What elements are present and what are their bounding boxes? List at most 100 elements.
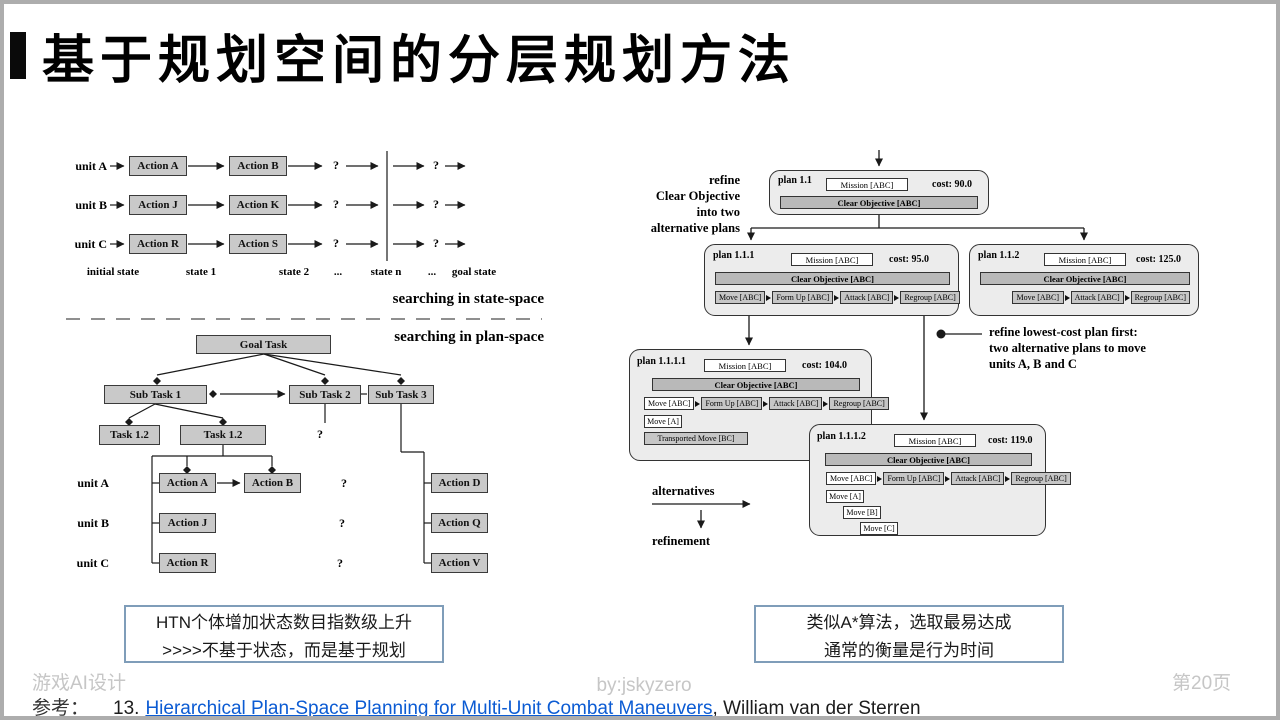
action-box: Action K (229, 195, 287, 215)
arrow-right-icon (766, 294, 772, 301)
refined-move-box: Move [A] (826, 490, 864, 503)
goal-task-box: Goal Task (196, 335, 331, 354)
action-box: Action R (159, 553, 216, 573)
plan-id: plan 1.1.1.2 (817, 431, 866, 442)
unit-label: unit A (75, 159, 107, 173)
unit-label: unit B (77, 516, 109, 530)
reference-authors: , William van der Sterren (712, 698, 921, 719)
mission-box: Mission [ABC] (826, 178, 908, 191)
unknown-task-mark: ? (317, 427, 323, 441)
unknown-state-mark: ? (433, 158, 439, 172)
note-right-box: 类似A*算法，选取最易达成 通常的衡量是行为时间 (754, 605, 1064, 663)
step-box: Form Up [ABC] (701, 397, 763, 410)
footer-course-title: 游戏AI设计 (32, 673, 126, 694)
action-box: Action Q (431, 513, 488, 533)
reference-line: 参考： 13.Hierarchical Plan-Space Planning f… (32, 693, 921, 719)
plan-steps: Move [ABC] Form Up [ABC] Attack [ABC] Re… (644, 397, 889, 410)
title-accent-bar (10, 32, 26, 79)
state-label: initial state (86, 266, 140, 278)
action-box: Action D (431, 473, 488, 493)
mission-box: Mission [ABC] (894, 434, 976, 447)
step-box: Attack [ABC] (769, 397, 823, 410)
step-box: Regroup [ABC] (900, 291, 960, 304)
step-box: Attack [ABC] (1070, 291, 1124, 304)
unit-label: unit B (75, 198, 107, 212)
action-box: Action B (229, 156, 287, 176)
step-box: Regroup [ABC] (1130, 291, 1190, 304)
step-box: Regroup [ABC] (1011, 472, 1071, 485)
plan-cost: cost: 125.0 (1136, 254, 1181, 265)
unknown-action-mark: ? (337, 556, 343, 570)
plan-id: plan 1.1.1 (713, 250, 755, 261)
step-box: Attack [ABC] (840, 291, 894, 304)
action-box: Action J (129, 195, 187, 215)
unit-label: unit C (74, 237, 107, 251)
action-box: Action A (159, 473, 216, 493)
plan-node-1-1: plan 1.1 Mission [ABC] cost: 90.0 Clear … (769, 170, 989, 215)
objective-bar: Clear Objective [ABC] (825, 453, 1032, 466)
arrow-right-icon (834, 294, 840, 301)
unknown-state-mark: ? (433, 236, 439, 250)
refined-move-box: Transported Move [BC] (644, 432, 748, 445)
plan-cost: cost: 104.0 (802, 360, 847, 371)
plan-cost: cost: 95.0 (889, 254, 929, 265)
arrow-right-icon (1064, 294, 1070, 301)
mission-box: Mission [ABC] (1044, 253, 1126, 266)
unknown-state-mark: ? (333, 158, 339, 172)
arrow-right-icon (695, 400, 701, 407)
step-box: Form Up [ABC] (883, 472, 945, 485)
state-label: state 2 (278, 266, 310, 278)
mission-box: Mission [ABC] (704, 359, 786, 372)
reference-link[interactable]: Hierarchical Plan-Space Planning for Mul… (145, 698, 713, 719)
plan-node-1-1-1: plan 1.1.1 Mission [ABC] cost: 95.0 Clea… (704, 244, 960, 316)
unknown-state-mark: ? (333, 197, 339, 211)
action-box: Action R (129, 234, 187, 254)
plan-steps: Move [ABC] Form Up [ABC] Attack [ABC] Re… (826, 472, 1071, 485)
plan-cost: cost: 90.0 (932, 179, 972, 190)
sub-task-box: Sub Task 1 (104, 385, 207, 404)
state-label: state n (370, 266, 402, 278)
note-line: 类似A*算法，选取最易达成 (806, 612, 1012, 632)
objective-bar: Clear Objective [ABC] (715, 272, 950, 285)
plan-steps: Move [ABC] Attack [ABC] Regroup [ABC] (1012, 291, 1190, 304)
state-space-caption: searching in state-space (392, 291, 544, 307)
unit-label: unit C (76, 556, 109, 570)
plan-node-1-1-2: plan 1.1.2 Mission [ABC] cost: 125.0 Cle… (969, 244, 1199, 316)
plan-id: plan 1.1.1.1 (637, 356, 686, 367)
step-box: Move [ABC] (826, 472, 877, 485)
arrow-right-icon (877, 475, 883, 482)
objective-bar: Clear Objective [ABC] (780, 196, 978, 209)
unknown-state-mark: ? (433, 197, 439, 211)
plan-id: plan 1.1 (778, 175, 812, 186)
state-label: ... (427, 266, 437, 278)
plan-cost: cost: 119.0 (988, 435, 1033, 446)
dashed-divider (66, 318, 542, 320)
arrow-right-icon (823, 400, 829, 407)
step-box: Form Up [ABC] (772, 291, 834, 304)
annotation-bullet-dot (936, 329, 946, 339)
arrow-right-icon (1124, 294, 1130, 301)
note-line: 通常的衡量是行为时间 (824, 640, 994, 660)
refined-move-box: Move [B] (843, 506, 881, 519)
unknown-state-mark: ? (333, 236, 339, 250)
sub-task-box: Sub Task 2 (289, 385, 361, 404)
arrow-right-icon (1005, 475, 1011, 482)
unknown-action-mark: ? (341, 476, 347, 490)
note-left-box: HTN个体增加状态数目指数级上升 >>>>不基于状态，而是基于规划 (124, 605, 444, 663)
page-number: 第20页 (1172, 673, 1232, 694)
state-label: ... (333, 266, 343, 278)
reference-number: 13. (113, 698, 140, 719)
arrow-right-icon (894, 294, 900, 301)
objective-bar: Clear Objective [ABC] (652, 378, 860, 391)
lowest-cost-note: refine lowest-cost plan first: two alter… (989, 325, 1146, 371)
action-box: Action V (431, 553, 488, 573)
action-box: Action A (129, 156, 187, 176)
refine-note: refine Clear Objective into two alternat… (650, 173, 740, 235)
plan-id: plan 1.1.2 (978, 250, 1020, 261)
objective-bar: Clear Objective [ABC] (980, 272, 1190, 285)
arrow-right-icon (763, 400, 769, 407)
reference-label: 参考： (32, 698, 90, 719)
step-box: Move [ABC] (715, 291, 766, 304)
refinement-label: refinement (652, 534, 711, 548)
